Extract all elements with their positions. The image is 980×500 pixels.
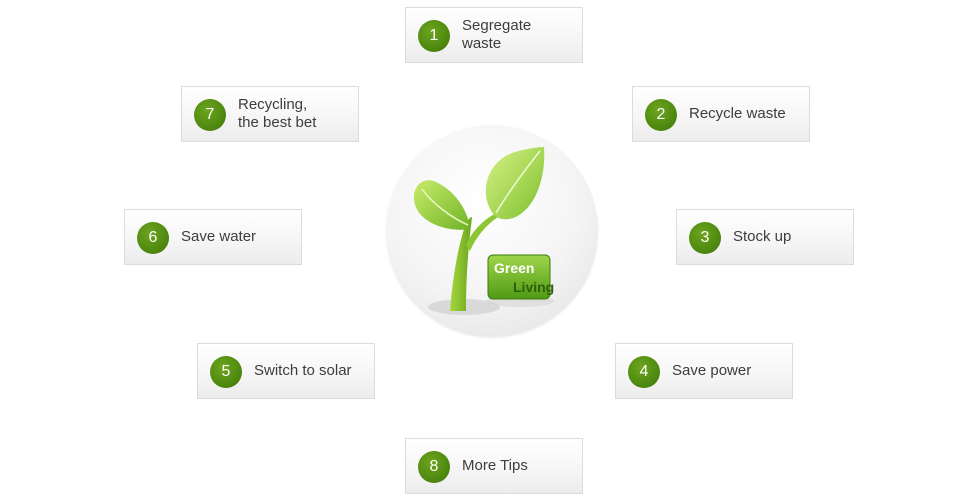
tip-segregate-waste[interactable]: 1 Segregate waste [405,7,583,63]
tip-save-water[interactable]: 6 Save water [124,209,302,265]
logo-text-living: Living [513,279,554,295]
tip-recycling-best-bet[interactable]: 7 Recycling, the best bet [181,86,359,142]
green-living-hub: Green Living [386,125,598,337]
tip-label: More Tips [462,457,528,474]
tip-label: Save power [672,362,752,379]
tip-number-badge: 6 [137,222,169,254]
tip-number-badge: 4 [628,356,660,388]
tip-label: Recycle waste [689,105,786,122]
tip-more-tips[interactable]: 8 More Tips [405,438,583,494]
tip-label: Segregate waste [462,17,532,52]
tip-number-badge: 5 [210,356,242,388]
tip-label: Stock up [733,228,792,245]
plant-sprout-icon: Green Living [413,147,554,315]
tip-number-badge: 2 [645,99,677,131]
tip-switch-to-solar[interactable]: 5 Switch to solar [197,343,375,399]
tip-recycle-waste[interactable]: 2 Recycle waste [632,86,810,142]
tip-number-badge: 3 [689,222,721,254]
tip-label: Recycling, the best bet [238,96,317,131]
tip-number-badge: 8 [418,451,450,483]
tip-stock-up[interactable]: 3 Stock up [676,209,854,265]
tip-number-badge: 1 [418,20,450,52]
tip-label: Switch to solar [254,362,352,379]
tip-label: Save water [181,228,257,245]
tip-number-badge: 7 [194,99,226,131]
tip-save-power[interactable]: 4 Save power [615,343,793,399]
logo-text-green: Green [494,260,534,276]
